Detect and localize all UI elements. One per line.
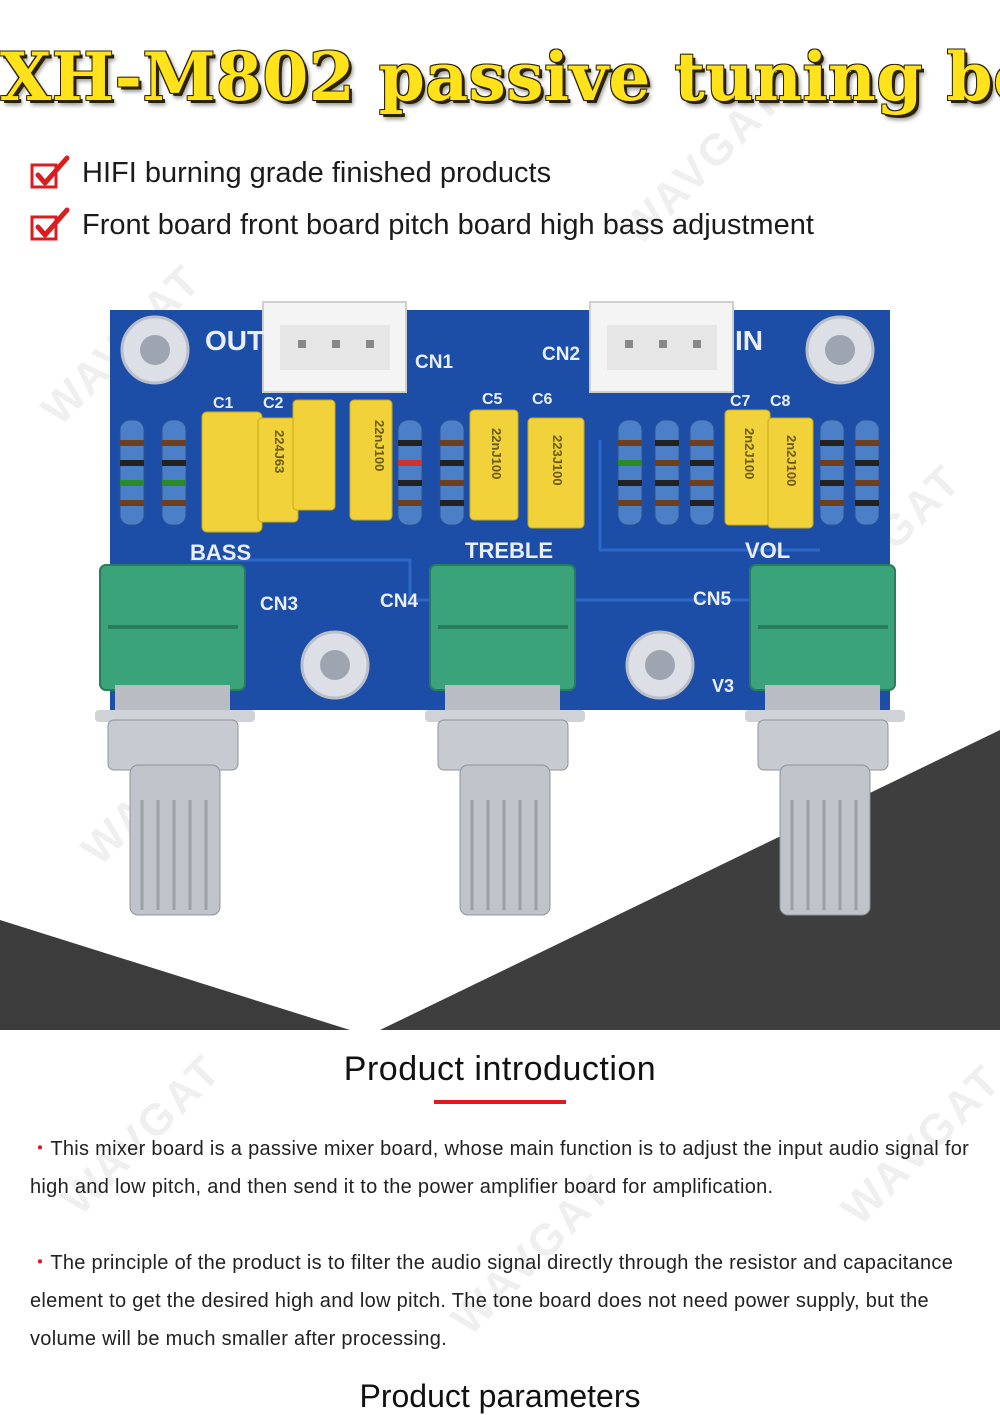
resistor (161, 419, 187, 526)
bullet-icon: ・ (30, 1252, 51, 1274)
capacitor (349, 399, 393, 521)
heading-underline (434, 1100, 566, 1104)
capacitor (469, 409, 519, 521)
cap-value: 22nJ100 (489, 428, 504, 479)
bullet-icon: ・ (30, 1138, 51, 1160)
label-cn1: CN1 (415, 352, 453, 373)
intro-paragraph-text: The principle of the product is to filte… (30, 1252, 954, 1350)
capacitor (292, 399, 336, 511)
resistor (689, 419, 715, 526)
label-cn5: CN5 (693, 589, 731, 610)
label-c7: C7 (730, 393, 751, 410)
resistor (439, 419, 465, 526)
capacitor (767, 417, 814, 529)
checkmark-icon (30, 155, 70, 189)
label-in: IN (735, 325, 763, 356)
mount-hole (120, 315, 875, 700)
capacitor-row (201, 399, 814, 533)
cap-value: 2n2J100 (742, 428, 757, 479)
section-heading: Product introduction (343, 1050, 657, 1088)
resistor-row (119, 419, 880, 526)
section-heading: Product parameters (359, 1378, 641, 1414)
resistor (617, 419, 643, 526)
resistor (397, 419, 423, 526)
cap-value: 22nJ100 (372, 420, 387, 471)
capacitor (527, 417, 585, 529)
label-bass: BASS (190, 540, 251, 565)
resistor (119, 419, 145, 526)
label-cn3: CN3 (260, 594, 298, 615)
feature-text: HIFI burning grade finished products (82, 156, 552, 189)
label-vol: VOL (745, 538, 790, 563)
intro-paragraph: ・This mixer board is a passive mixer boa… (30, 1130, 980, 1206)
feature-text: Front board front board pitch board high… (82, 208, 814, 241)
cap-value: 2n2J100 (784, 435, 799, 486)
product-image: OUT IN CN1 CN2 CN3 CN4 CN5 BASS TREBLE V… (95, 301, 905, 916)
label-v3: V3 (712, 676, 734, 696)
label-c2: C2 (263, 395, 284, 412)
cap-value: 224J63 (272, 430, 287, 473)
hero-banner: WAVGAT WAVGAT WAVGAT WAVGAT XH-M802 pass… (0, 38, 1000, 1030)
label-c8: C8 (770, 393, 791, 410)
intro-paragraph-text: This mixer board is a passive mixer boar… (30, 1138, 970, 1198)
checkmark-icon (30, 207, 70, 241)
potentiometer-bass (95, 564, 255, 916)
capacitor (201, 411, 263, 533)
label-cn2: CN2 (542, 344, 580, 365)
cap-value: 223J100 (550, 435, 565, 486)
resistor (854, 419, 880, 526)
label-cn4: CN4 (380, 591, 418, 612)
label-c6: C6 (532, 391, 553, 408)
label-treble: TREBLE (465, 538, 553, 563)
resistor (654, 419, 680, 526)
potentiometer-treble (425, 564, 585, 916)
resistor (819, 419, 845, 526)
label-out: OUT (205, 325, 264, 356)
potentiometer-vol (745, 564, 905, 916)
page-title: XH-M802 passive tuning board (0, 38, 1000, 116)
feature-item: Front board front board pitch board high… (30, 207, 814, 243)
label-c5: C5 (482, 391, 503, 408)
feature-item: HIFI burning grade finished products (30, 155, 551, 191)
intro-paragraph: ・The principle of the product is to filt… (30, 1244, 980, 1358)
label-c1: C1 (213, 395, 234, 412)
